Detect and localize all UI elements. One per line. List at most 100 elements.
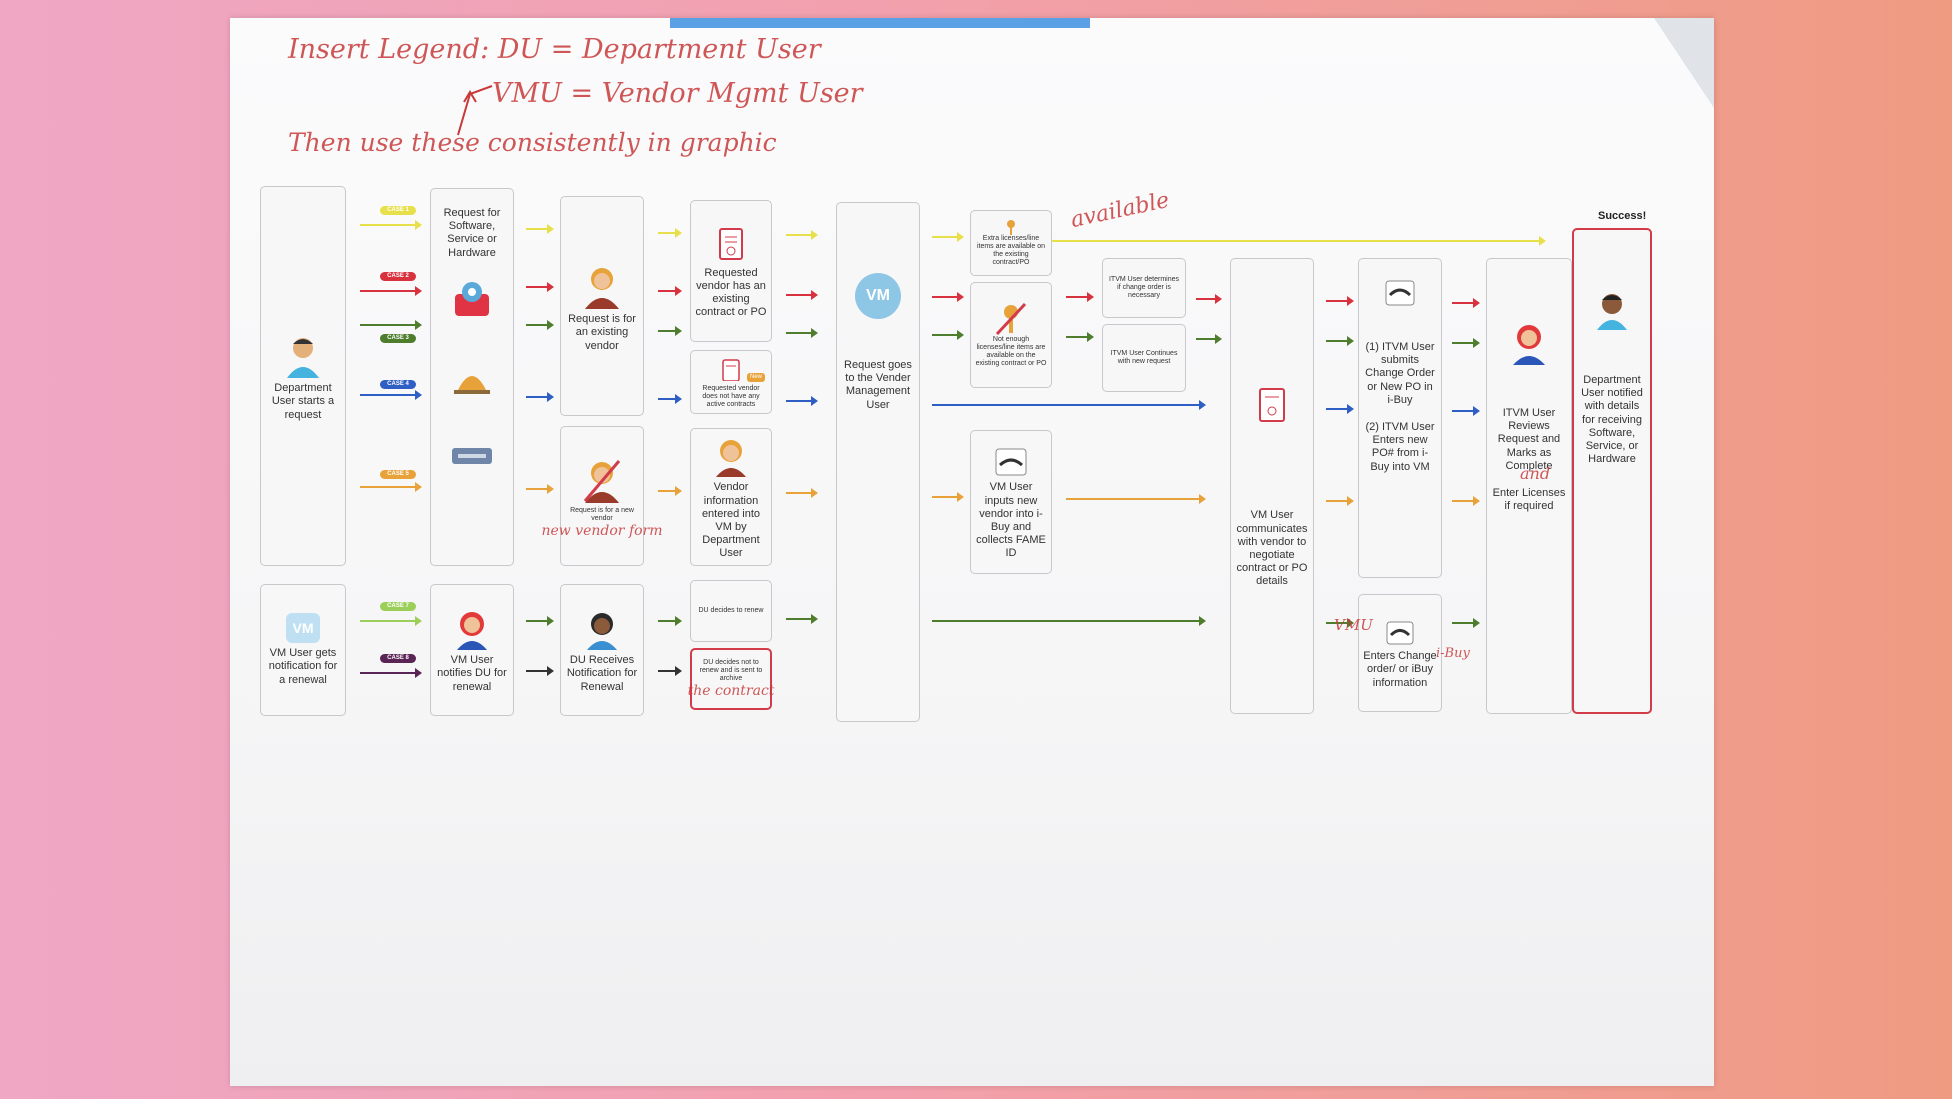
tape-strip: [670, 18, 1090, 28]
handnote-arrow: [457, 85, 493, 136]
arrow-case7-c: [658, 616, 682, 626]
software-icon: [455, 281, 489, 316]
du-renew-label: DU decides to renew: [698, 606, 764, 614]
arrow-case4-long: [932, 400, 1206, 410]
extra-licenses-box: Extra licenses/line items are available …: [970, 210, 1052, 276]
handnote-new-vendor: new vendor form: [541, 522, 663, 539]
arrow-case1-a: [360, 220, 422, 230]
arrow-case5-a: [360, 482, 422, 492]
arrow-case2-a: [360, 286, 422, 296]
to-vmu-label: Request goes to the Vender Management Us…: [844, 359, 912, 411]
existing-vendor-icon: [585, 268, 619, 310]
existing-vendor-label: Request is for an existing vendor: [568, 313, 636, 352]
arrow-case3-e: [932, 330, 964, 340]
vm-logo-icon: VM: [286, 613, 320, 644]
arrow-case7-i: [1452, 618, 1480, 628]
arrow-case2-g: [1196, 294, 1222, 304]
hardware-icon: [452, 447, 492, 464]
arrow-case5-e: [932, 492, 964, 502]
itvm-submits-label: (1) ITVM User submits Change Order or Ne…: [1365, 341, 1435, 406]
vm-inputs-box: VM User inputs new vendor into i-Buy and…: [970, 430, 1052, 574]
itvm-user-icon: [1513, 325, 1545, 365]
vm-circle-logo-icon: VM: [855, 273, 901, 319]
page-fold: [1654, 18, 1714, 108]
arrow-case3-f: [1066, 332, 1094, 342]
arrow-case4-c: [658, 394, 682, 404]
arrow-case5-f: [1066, 494, 1206, 504]
arrow-case1-b: [526, 224, 554, 234]
no-key-icon: [995, 302, 1027, 335]
arrow-case8-b: [526, 666, 554, 676]
arrow-case1-d: [786, 230, 818, 240]
case-8-badge: CASE 8: [380, 654, 416, 663]
arrow-case2-f: [1066, 292, 1094, 302]
arrow-case7-b: [526, 616, 554, 626]
du-renew-box: DU decides to renew: [690, 580, 772, 642]
arrow-case3-h: [1326, 336, 1354, 346]
du-not-renew-label: DU decides not to renew and is sent to a…: [699, 658, 763, 682]
arrow-case3-a: [360, 320, 422, 330]
handnote-and: and: [1520, 464, 1551, 483]
handnote-legend-2: VMU = Vendor Mgmt User: [492, 78, 863, 109]
handnote-the-contract: the contract: [687, 682, 775, 699]
not-enough-box: Not enough licenses/line items are avail…: [970, 282, 1052, 388]
arrow-case7-d: [786, 614, 818, 624]
new-badge: New: [746, 373, 765, 383]
arrow-case4-b: [526, 392, 554, 402]
enter-licenses-label: Enter Licenses if required: [1492, 486, 1566, 513]
arrow-case3-g: [1196, 334, 1222, 344]
arrow-case3-d: [786, 328, 818, 338]
not-enough-label: Not enough licenses/line items are avail…: [975, 335, 1047, 368]
vm-user-female-icon: [457, 612, 487, 651]
contract-icon: [1259, 388, 1285, 423]
no-contract-box: Requested vendor does not have any activ…: [690, 350, 772, 414]
vm-notifies-du-box: VM User notifies DU for renewal: [430, 584, 514, 716]
arrow-case1-e: [932, 232, 964, 242]
to-vmu-box: VM Request goes to the Vender Management…: [836, 202, 920, 722]
existing-vendor-box: Request is for an existing vendor: [560, 196, 644, 416]
du-start-box: Department User starts a request: [260, 186, 346, 566]
handnote-legend-3: Then use these consistently in graphic: [288, 128, 777, 157]
arrow-case4-h: [1326, 404, 1354, 414]
arrow-case5-h: [1326, 496, 1354, 506]
arrow-case7-long: [932, 616, 1206, 626]
request-for-box: Request for Software, Service or Hardwar…: [430, 188, 514, 566]
handnote-ibuy: i-Buy: [1436, 646, 1470, 661]
department-user-icon: [287, 338, 319, 379]
du-start-label: Department User starts a request: [271, 382, 335, 421]
vendor-info-box: Vendor information entered into VM by De…: [690, 428, 772, 566]
new-vendor-label: Request is for a new vendor: [570, 506, 634, 522]
itvm-determines-label: ITVM User determines if change order is …: [1108, 275, 1180, 300]
has-contract-box: Requested vendor has an existing contrac…: [690, 200, 772, 342]
vm-notify-label: VM User gets notification for a renewal: [268, 647, 338, 686]
no-contract-label: Requested vendor does not have any activ…: [702, 384, 760, 408]
arrow-case3-b: [526, 320, 554, 330]
case-1-badge: CASE 1: [380, 206, 416, 215]
arrow-case7-h: [1326, 618, 1354, 628]
vendor-info-icon: [716, 440, 746, 478]
case-2-badge: CASE 2: [380, 272, 416, 281]
itvm-determines-box: ITVM User determines if change order is …: [1102, 258, 1186, 318]
du-receives-label: DU Receives Notification for Renewal: [566, 654, 638, 693]
vendor-info-label: Vendor information entered into VM by De…: [701, 481, 761, 560]
handnote-vmu: VMU: [1334, 616, 1373, 634]
itvm-reviews-box: ITVM User Reviews Request and Marks as C…: [1486, 258, 1572, 714]
arrow-case4-d: [786, 396, 818, 406]
success-label: Success!: [1598, 210, 1647, 222]
arrow-case3-i: [1452, 338, 1480, 348]
case-3-badge: CASE 3: [380, 334, 416, 343]
enters-change-box: Enters Change order/ or iBuy information: [1358, 594, 1442, 712]
case-7-badge: CASE 7: [380, 602, 416, 611]
paper-sheet: Insert Legend: DU = Department User VMU …: [230, 18, 1714, 1086]
enters-change-label: Enters Change order/ or iBuy information: [1363, 650, 1437, 689]
itvm-submits-box: (1) ITVM User submits Change Order or Ne…: [1358, 258, 1442, 578]
arrow-case4-i: [1452, 406, 1480, 416]
du-receives-box: DU Receives Notification for Renewal: [560, 584, 644, 716]
key-icon: [1007, 219, 1015, 235]
ibuy-small-icon: [1386, 621, 1414, 645]
handshake-icon: [995, 448, 1027, 476]
arrow-case2-e: [932, 292, 964, 302]
arrow-case2-d: [786, 290, 818, 300]
case-4-badge: CASE 4: [380, 380, 416, 389]
arrow-case1-c: [658, 228, 682, 238]
